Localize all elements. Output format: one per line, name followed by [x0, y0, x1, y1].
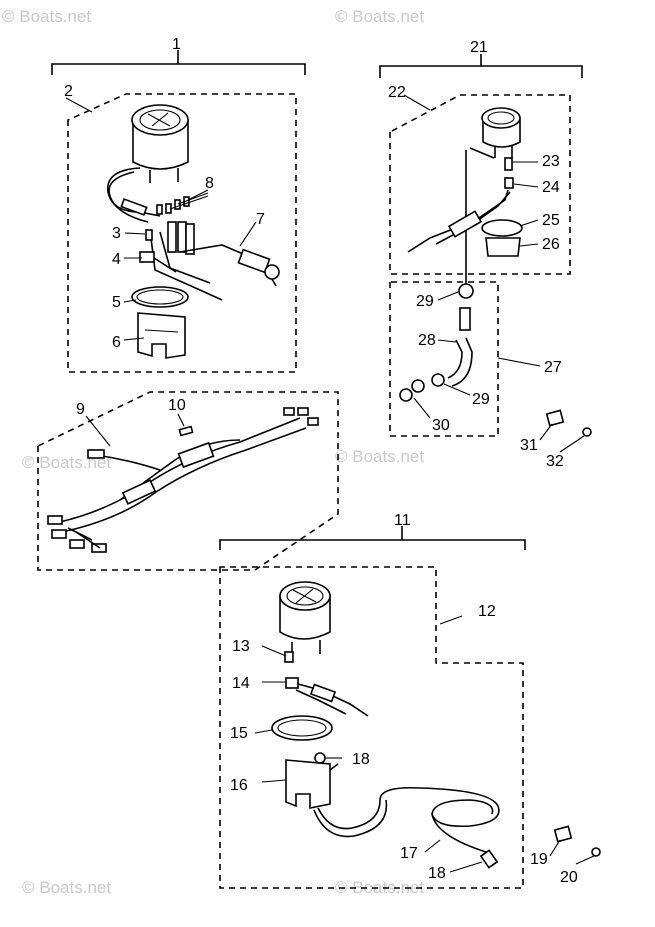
label-12: 12 [478, 603, 496, 620]
label-3: 3 [112, 225, 121, 242]
label-15: 15 [230, 725, 248, 742]
label-13: 13 [232, 638, 250, 655]
label-20: 20 [560, 869, 578, 886]
label-2: 2 [64, 83, 73, 100]
label-19: 19 [530, 851, 548, 868]
group-27-pickup-tube [389, 281, 592, 453]
label-28: 28 [418, 332, 436, 349]
label-23: 23 [542, 153, 560, 170]
label-10: 10 [168, 397, 186, 414]
watermark-bottom-left: © Boats.net [22, 878, 111, 897]
group-11-gauge-kit [219, 526, 601, 889]
label-30: 30 [432, 417, 450, 434]
label-9: 9 [76, 401, 85, 418]
label-14: 14 [232, 675, 250, 692]
group-21-gauge-kit [379, 54, 583, 295]
label-6: 6 [112, 334, 121, 351]
small-gauge [481, 107, 521, 158]
label-25: 25 [542, 212, 560, 229]
watermark-top-left: © Boats.net [2, 7, 91, 26]
label-5: 5 [112, 294, 121, 311]
label-26: 26 [542, 236, 560, 253]
group-1-speedometer-kit [51, 50, 306, 373]
gauge-meter [131, 104, 189, 183]
label-31: 31 [520, 437, 538, 454]
part-number-labels: 1 2 3 4 5 6 7 8 9 10 11 12 13 14 15 16 1… [64, 36, 578, 886]
label-1: 1 [172, 36, 181, 53]
label-4: 4 [112, 251, 121, 268]
label-8: 8 [205, 175, 214, 192]
large-gauge [279, 581, 331, 654]
label-22: 22 [388, 84, 406, 101]
label-27: 27 [544, 359, 562, 376]
label-21: 21 [470, 39, 488, 56]
watermark-bottom-center: © Boats.net [335, 878, 424, 897]
label-32: 32 [546, 453, 564, 470]
label-17: 17 [400, 845, 418, 862]
label-16: 16 [230, 777, 248, 794]
label-18b: 18 [428, 865, 446, 882]
label-18a: 18 [352, 751, 370, 768]
watermark-mid-center: © Boats.net [335, 447, 424, 466]
label-11: 11 [394, 512, 411, 529]
watermark-top-center: © Boats.net [335, 7, 424, 26]
group-9-wire-harness [37, 391, 339, 571]
label-24: 24 [542, 179, 560, 196]
label-7: 7 [256, 211, 265, 228]
label-29a: 29 [416, 293, 434, 310]
label-29b: 29 [472, 391, 490, 408]
